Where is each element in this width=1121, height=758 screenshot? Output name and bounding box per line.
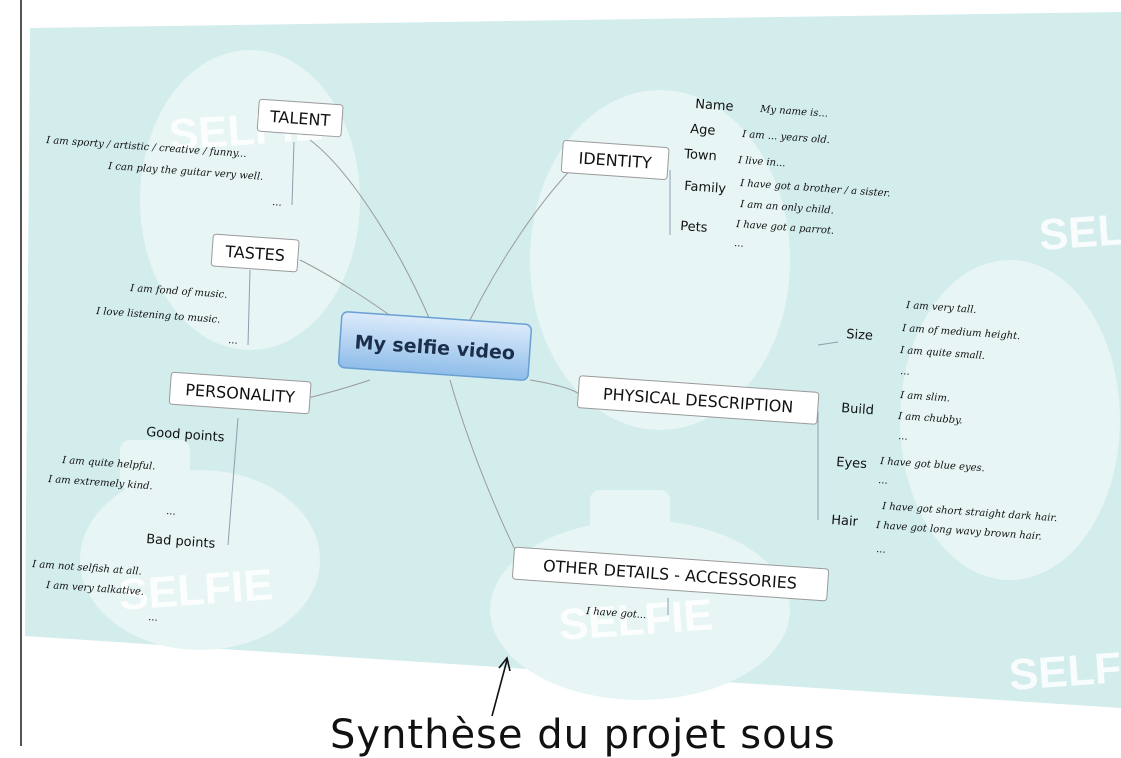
eyes-item-2: ...: [878, 475, 888, 487]
good-item-3: ...: [166, 506, 176, 518]
watermark-4: SELFIE: [1037, 200, 1121, 260]
branch-talent[interactable]: TALENT: [257, 99, 343, 137]
branch-identity[interactable]: IDENTITY: [561, 140, 669, 179]
physical-eyes-label: Eyes: [836, 455, 868, 472]
identity-pets-label: Pets: [680, 219, 708, 236]
identity-pets-item-2: ...: [734, 238, 744, 250]
bad-item-3: ...: [148, 612, 158, 624]
tastes-item-3: ...: [228, 335, 238, 347]
physical-hair-label: Hair: [831, 513, 859, 530]
talent-item-3: ...: [272, 197, 282, 209]
size-item-4: ...: [900, 366, 910, 378]
build-item-3: ...: [898, 431, 908, 443]
physical-size-label: Size: [846, 327, 874, 344]
physical-build-label: Build: [841, 401, 875, 418]
identity-town-label: Town: [683, 147, 718, 164]
caption-text: Synthèse du projet sous: [330, 712, 836, 758]
hair-item-3: ...: [876, 544, 886, 556]
watermark-5: SELFIE: [1007, 640, 1121, 700]
identity-age-label: Age: [690, 122, 716, 139]
identity-family-label: Family: [684, 179, 727, 197]
branch-tastes[interactable]: TASTES: [211, 234, 299, 272]
identity-name-label: Name: [695, 97, 734, 115]
